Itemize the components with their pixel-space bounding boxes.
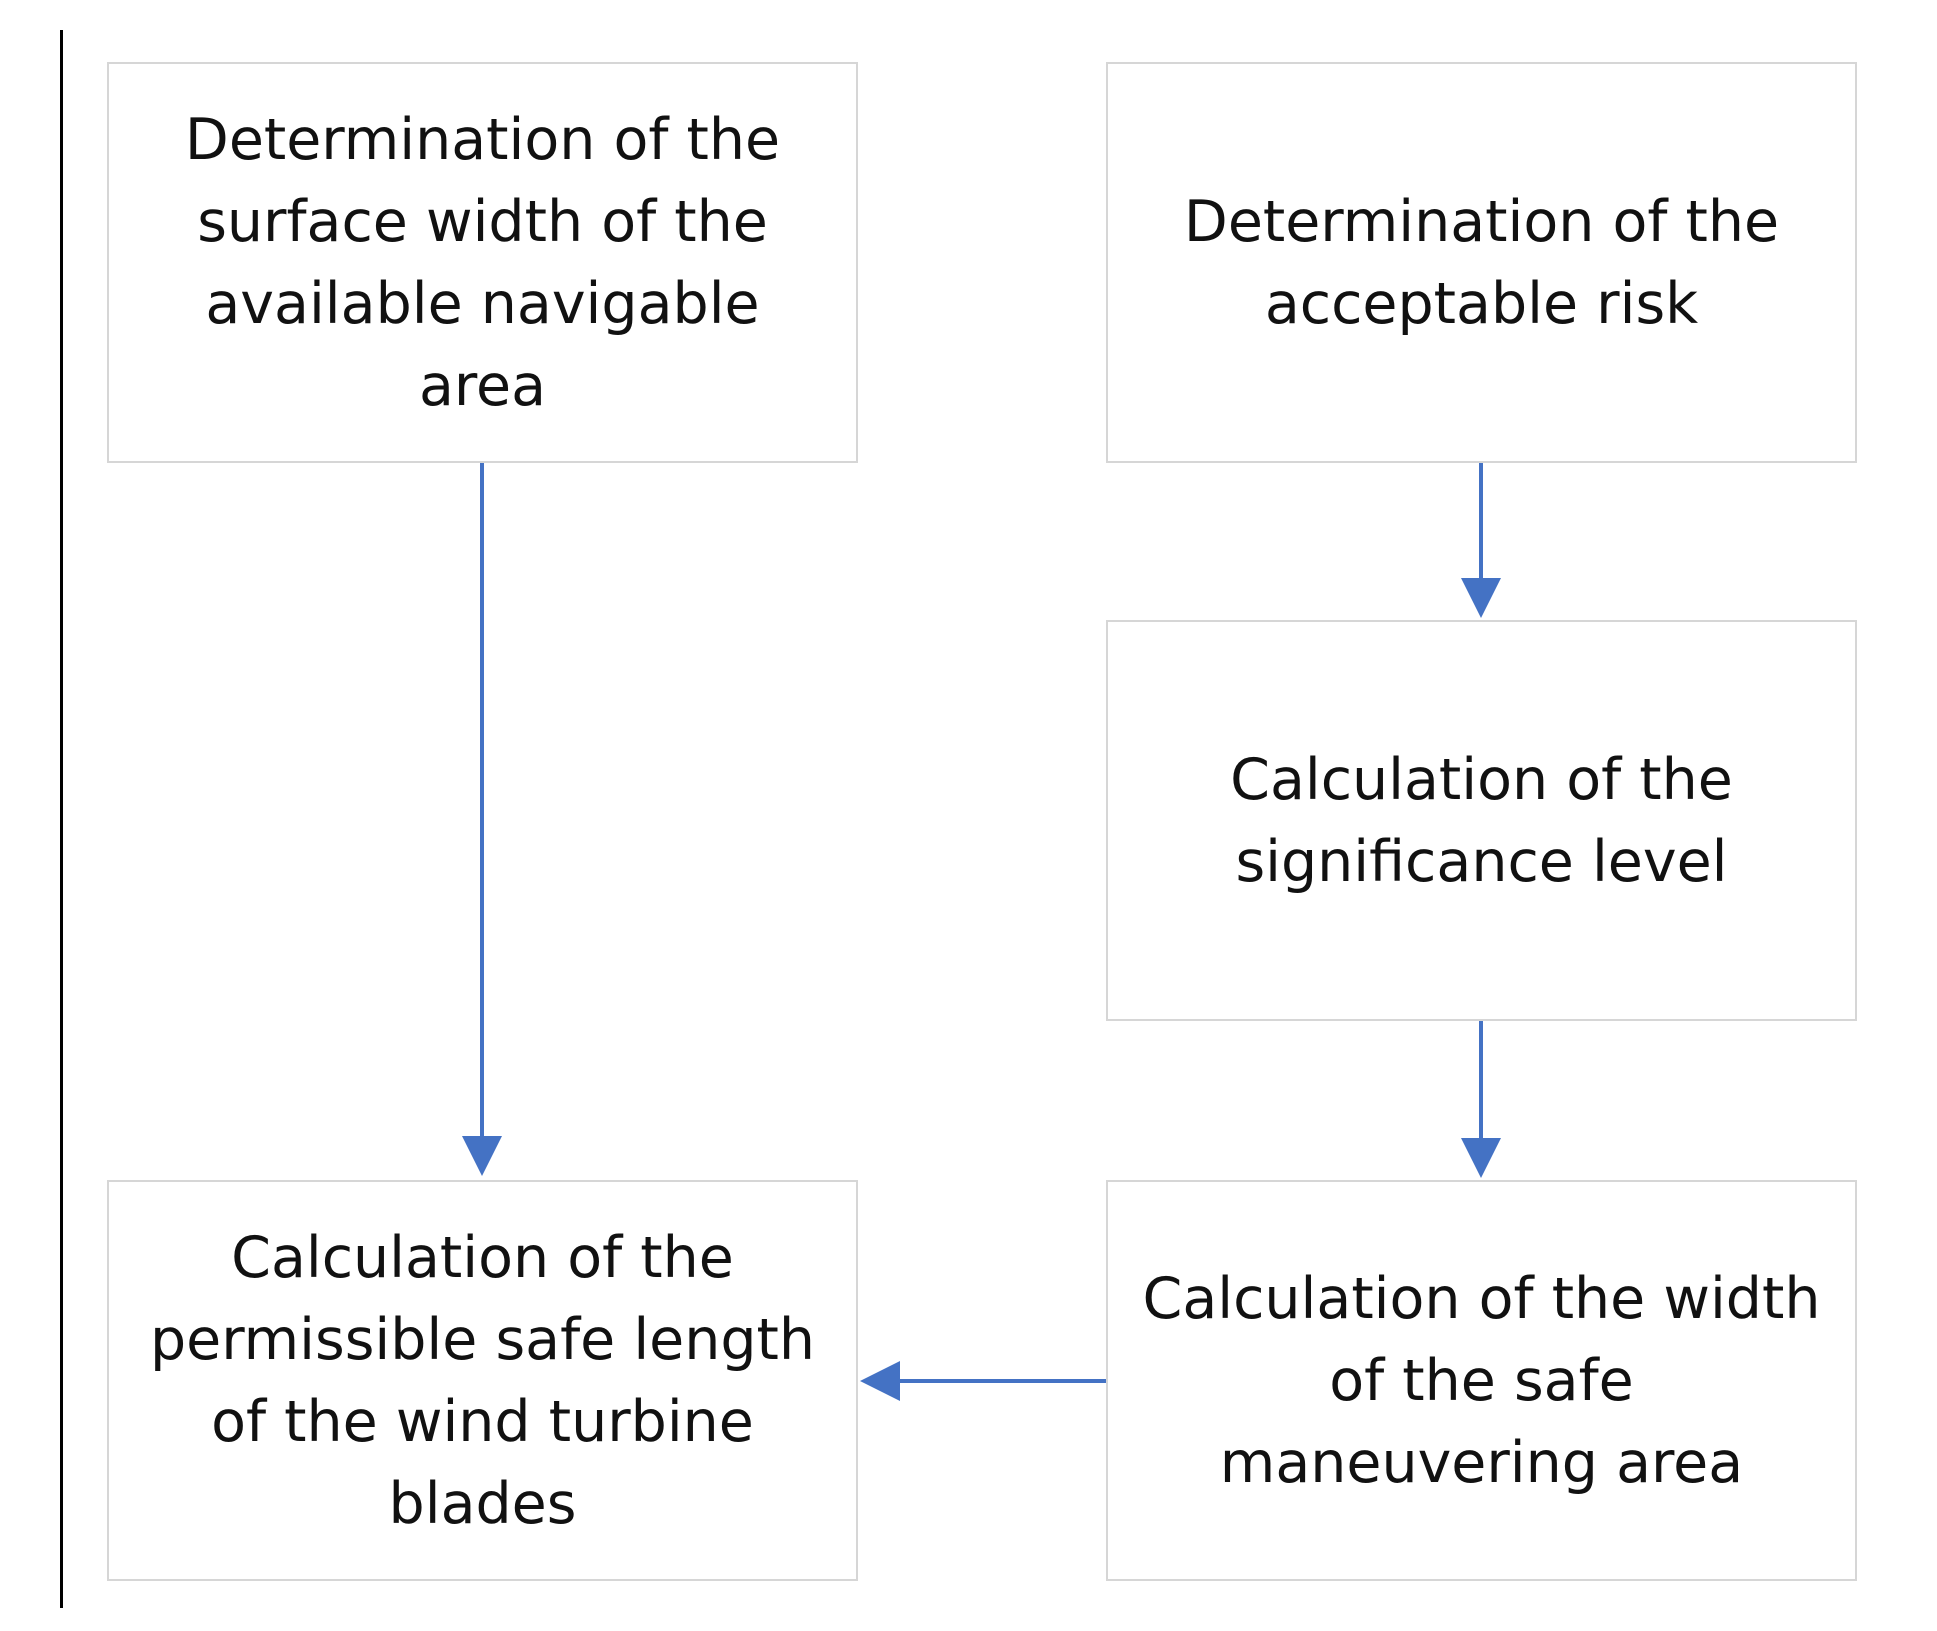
arrow-significance-to-width — [1461, 1021, 1501, 1178]
arrow-surface-to-blade — [462, 463, 502, 1176]
box-significance-level: Calculation of the significance level — [1106, 620, 1857, 1021]
box-surface-width-label: Determination of the surface width of th… — [184, 106, 781, 419]
box-significance-level-label: Calculation of the significance level — [1230, 746, 1733, 895]
box-safe-blade-length: Calculation of the permissible safe leng… — [107, 1180, 858, 1581]
box-acceptable-risk-label: Determination of the acceptable risk — [1183, 188, 1780, 337]
box-safe-maneuvering-width: Calculation of the width of the safe man… — [1106, 1180, 1857, 1581]
box-acceptable-risk: Determination of the acceptable risk — [1106, 62, 1857, 463]
arrow-risk-to-significance — [1461, 463, 1501, 618]
box-safe-maneuvering-width-label: Calculation of the width of the safe man… — [1142, 1265, 1821, 1496]
box-safe-blade-length-label: Calculation of the permissible safe leng… — [149, 1224, 816, 1537]
box-surface-width: Determination of the surface width of th… — [107, 62, 858, 463]
left-border-rule — [60, 30, 63, 1608]
arrow-width-to-blade — [860, 1361, 1106, 1401]
